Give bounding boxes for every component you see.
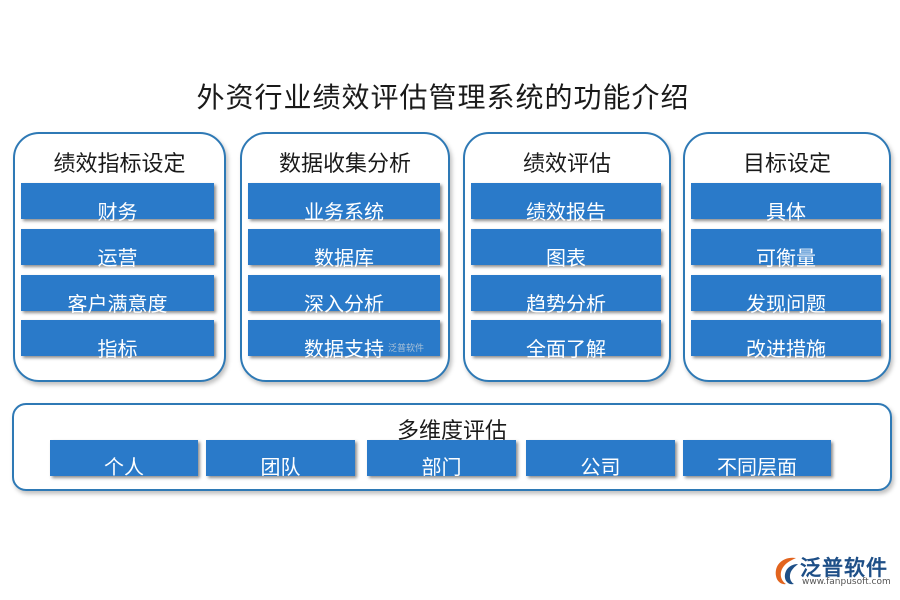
panel-multi-dimension: 多维度评估 个人 团队 部门 公司 不同层面 [12, 403, 892, 491]
item-bar: 趋势分析 [471, 275, 661, 314]
item-bar: 财务 [21, 183, 214, 222]
panel-kpi-setting: 绩效指标设定 财务 运营 客户满意度 指标 [13, 132, 226, 382]
panel-data-collection: 数据收集分析 业务系统 数据库 深入分析 数据支持 [240, 132, 450, 382]
dimension-bar: 团队 [206, 440, 355, 479]
dimension-bar: 部门 [367, 440, 516, 479]
item-bar: 全面了解 [471, 320, 661, 359]
panel-title: 目标设定 [742, 152, 831, 177]
panel-title: 绩效评估 [522, 152, 611, 177]
item-bar: 数据支持 [248, 320, 440, 359]
watermark: 泛普软件 [388, 344, 425, 354]
logo-mark-icon [775, 557, 798, 585]
panel-title: 绩效指标设定 [53, 152, 186, 177]
item-bar: 数据库 [248, 229, 440, 268]
logo-url: www.fanpusoft.com [802, 577, 891, 587]
item-bar: 业务系统 [248, 183, 440, 222]
item-bar: 绩效报告 [471, 183, 661, 222]
item-bar: 运营 [21, 229, 214, 268]
panel-performance-eval: 绩效评估 绩效报告 图表 趋势分析 全面了解 [463, 132, 671, 382]
item-bar: 发现问题 [691, 275, 881, 314]
dimension-bar: 不同层面 [683, 440, 831, 479]
brand-logo: 泛普软件 www.fanpusoft.com [772, 552, 892, 592]
dimension-bar: 公司 [526, 440, 675, 479]
item-bar: 深入分析 [248, 275, 440, 314]
page-title: 外资行业绩效评估管理系统的功能介绍 [196, 81, 690, 114]
dimension-bar: 个人 [50, 440, 198, 479]
item-bar: 图表 [471, 229, 661, 268]
panel-title: 数据收集分析 [278, 152, 411, 177]
panel-title: 多维度评估 [396, 419, 507, 444]
item-bar: 具体 [691, 183, 881, 222]
item-bar: 改进措施 [691, 320, 881, 359]
panel-goal-setting: 目标设定 具体 可衡量 发现问题 改进措施 [683, 132, 891, 382]
item-bar: 客户满意度 [21, 275, 214, 314]
item-bar: 指标 [21, 320, 214, 359]
logo-name: 泛普软件 [800, 556, 888, 580]
item-bar: 可衡量 [691, 229, 881, 268]
